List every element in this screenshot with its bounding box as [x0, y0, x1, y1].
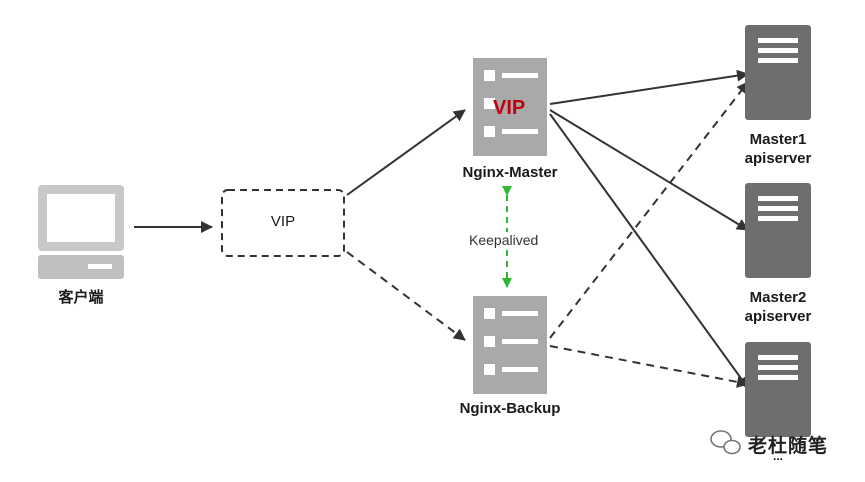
watermark-text: 老杜随笔: [748, 436, 829, 457]
vip-box-label: VIP: [270, 213, 296, 230]
server-2-label-line1: Master2: [749, 289, 807, 306]
nginx-backup-icon: [473, 296, 547, 394]
server-1-label-line1: Master1: [749, 131, 807, 148]
wechat-icon: [710, 430, 741, 455]
server-1-label-line2: apiserver: [744, 150, 812, 167]
vip-to-master-arrow: [346, 109, 466, 196]
master-to-server2-arrow: [549, 109, 749, 231]
master-to-server3-arrow: [549, 113, 749, 389]
keepalived-label: Keepalived: [466, 232, 542, 248]
backup-to-server1-arrow: [549, 81, 749, 339]
vip-to-backup-arrow: [346, 251, 466, 341]
backup-to-server3-arrow: [549, 345, 749, 388]
vip-box: [221, 189, 345, 257]
server-1-icon: [745, 25, 811, 120]
nginx-master-vip-tag: VIP: [493, 97, 526, 119]
server-2-icon: [745, 183, 811, 278]
client-computer-icon: [38, 185, 124, 279]
nginx-master-label: Nginx-Master: [462, 164, 558, 181]
client-label: 客户端: [58, 289, 104, 306]
nginx-backup-label: Nginx-Backup: [459, 400, 561, 417]
server-2-label-line2: apiserver: [744, 308, 812, 325]
master-to-server1-arrow: [549, 69, 749, 105]
nginx-master-icon: [473, 58, 547, 156]
server-3-icon: [745, 342, 811, 437]
server-3-label-line1: ...: [772, 449, 783, 463]
